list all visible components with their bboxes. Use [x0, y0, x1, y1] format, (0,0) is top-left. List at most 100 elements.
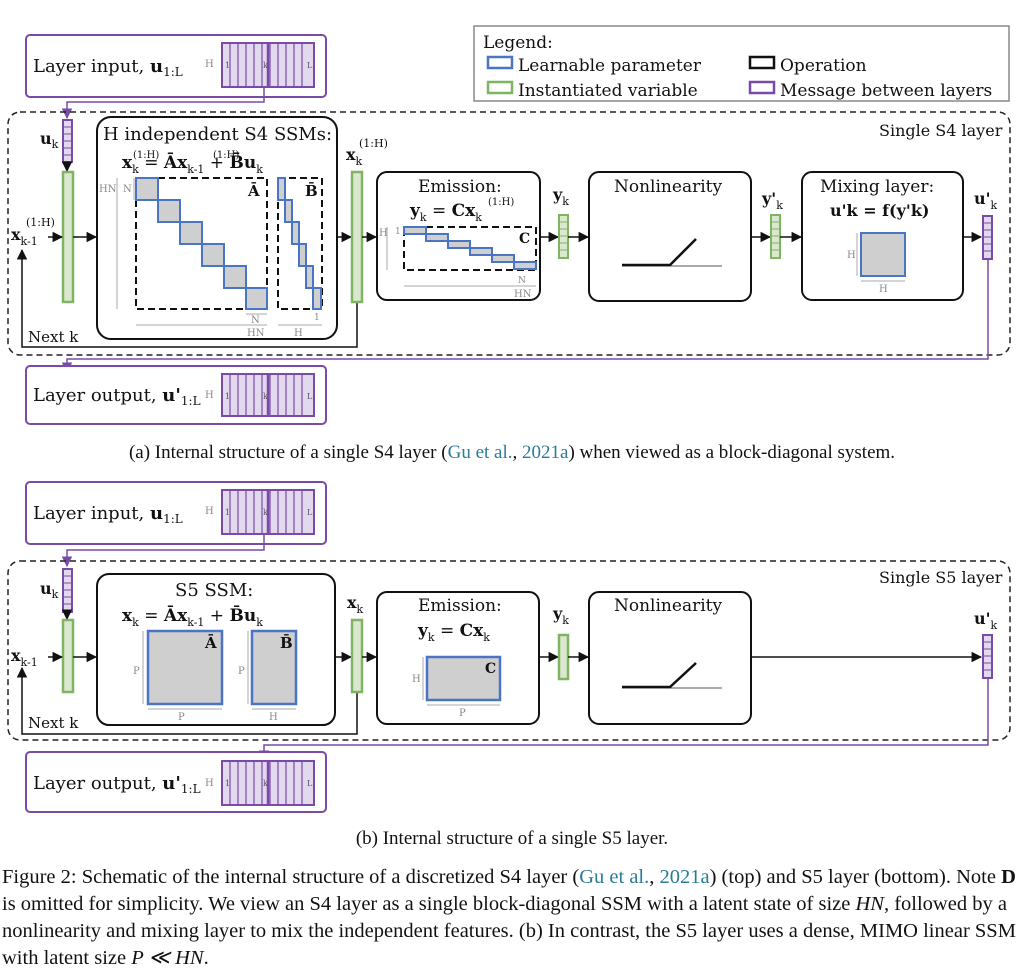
s5-matrix-b-label: B̄: [280, 633, 293, 652]
s4-layer-output-label: Layer output, u'1:L: [33, 385, 201, 408]
svg-text:1: 1: [225, 508, 230, 517]
s4-matrix-c-frame: [403, 226, 537, 271]
s5-ssm-equation: xk = Āxk-1 + B̄uk: [122, 605, 263, 629]
s5-input-message-arrow: [61, 534, 265, 568]
svg-text:1: 1: [225, 61, 230, 70]
s5-nonlinearity-label: Nonlinearity: [614, 596, 722, 616]
s5-dim-p-left: P: [133, 666, 140, 677]
figure-citation-link[interactable]: Gu et al.: [579, 866, 650, 888]
s4-output-h-tick: H: [205, 390, 214, 401]
s5-uk-label: uk: [40, 579, 59, 601]
legend-variable-swatch: [486, 80, 514, 95]
s5-xk-1-label: xk-1: [11, 646, 38, 669]
legend: Legend: Learnable parameter Operation In…: [473, 25, 1010, 102]
s5-input-strip: 1 k L: [221, 489, 315, 535]
s4-emission-dim-one: 1: [395, 227, 401, 237]
s4-xk-1-sup: (1:H): [26, 216, 55, 229]
legend-learnable-label: Learnable parameter: [518, 56, 702, 76]
s4-mixing-equation: u'k = f(y'k): [830, 201, 929, 220]
s4-yprime-vector: [770, 214, 781, 259]
s4-layer-input-label: Layer input, u1:L: [33, 56, 183, 79]
s4-input-strip: 1 k L: [221, 42, 315, 88]
s4-relu-icon: [622, 238, 697, 267]
s5-diagram: Layer input, u1:L H 1 k L Single S5 laye…: [7, 481, 1011, 813]
s5-dim-h-b: H: [269, 712, 278, 723]
svg-text:L: L: [307, 61, 313, 70]
s4-ssm-ax-sup: (1:H): [213, 150, 239, 161]
s5-dim-p-bottom: P: [178, 712, 185, 723]
s4-layer-boundary: [7, 111, 1011, 356]
s4-emission-dim-h: H: [379, 228, 388, 239]
s5-uprime-label: u'k: [974, 609, 998, 632]
svg-text:k: k: [263, 392, 268, 401]
legend-message-label: Message between layers: [780, 81, 992, 101]
s5-xk-vector: [350, 618, 364, 694]
s4-xk-label: xk: [346, 145, 363, 168]
svg-text:1: 1: [225, 392, 230, 401]
s5-input-h-tick: H: [205, 506, 214, 517]
s4-emission-title: Emission:: [418, 177, 502, 197]
s4-caption: (a) Internal structure of a single S4 la…: [128, 442, 896, 463]
s4-xk-sup: (1:H): [359, 137, 388, 150]
svg-text:L: L: [307, 508, 313, 517]
s4-dim-one-b: 1: [314, 313, 320, 323]
s4-xk-vector: [350, 170, 364, 304]
svg-text:L: L: [307, 779, 313, 788]
s4-dim-n-left: N: [123, 184, 132, 195]
s5-emission-title: Emission:: [418, 596, 502, 616]
figure-citation-year-link[interactable]: 2021a: [659, 866, 710, 888]
s4-input-h-tick: H: [205, 59, 214, 70]
s5-next-k-label: Next k: [28, 714, 79, 732]
s5-caption: (b) Internal structure of a single S5 la…: [355, 828, 669, 849]
s5-output-strip: 1 k L: [221, 760, 315, 806]
s5-dim-p-b: P: [238, 666, 245, 677]
s5-matrix-b: [250, 629, 298, 706]
s4-dim-n-bottom: N: [251, 315, 260, 326]
architecture-diagram: Legend: Learnable parameter Operation In…: [7, 25, 1011, 813]
s4-matrix-b-blocks: [277, 177, 322, 310]
s4-dim-hn-bottom: HN: [247, 328, 265, 339]
legend-message-swatch: [748, 80, 776, 95]
legend-title: Legend:: [483, 33, 553, 53]
s4-output-strip: 1 k L: [221, 373, 315, 417]
s5-ssm-title: S5 SSM:: [175, 580, 253, 601]
s4-ssm-equation: xk = Āxk-1 + B̄uk: [122, 152, 263, 176]
s4-uk-label: uk: [40, 129, 59, 151]
s5-layer-label: Single S5 layer: [879, 568, 1003, 587]
svg-text:L: L: [307, 392, 313, 401]
s4-input-message-arrow: [61, 87, 265, 120]
s4-ssm-title: H independent S4 SSMs:: [103, 124, 332, 145]
svg-text:1: 1: [225, 779, 230, 788]
s5-layer-input-label: Layer input, u1:L: [33, 503, 183, 526]
legend-variable-label: Instantiated variable: [518, 81, 698, 101]
s4-mixing-dim-h-bottom: H: [879, 284, 888, 295]
s5-matrix-c: [425, 655, 502, 702]
s4-mixing-matrix: [860, 232, 906, 277]
svg-text:k: k: [263, 61, 268, 70]
legend-operation-swatch: [748, 55, 776, 70]
s5-emission-dim-h: H: [412, 674, 421, 685]
s4-matrix-a-label: Ā: [247, 181, 260, 200]
s4-matrix-b-frame: [277, 177, 323, 310]
s5-uk-vector: [62, 568, 73, 613]
legend-operation-label: Operation: [780, 56, 867, 76]
s4-matrix-a-blocks: [135, 177, 268, 310]
s4-layer-label: Single S4 layer: [879, 121, 1003, 140]
s4-mixing-dim-h-left: H: [847, 250, 856, 261]
s4-uprime-label: u'k: [974, 189, 998, 212]
citation-year-link[interactable]: 2021a: [522, 442, 569, 463]
s4-emission-sup: (1:H): [488, 197, 514, 208]
s4-matrix-c-label: C: [519, 231, 530, 247]
s4-emission-dim-n: N: [518, 276, 526, 286]
s5-next-k-arrow: [16, 666, 358, 735]
s4-yk-vector: [558, 214, 569, 259]
citation-link[interactable]: Gu et al.: [447, 442, 513, 463]
s4-emission-equation: yk = Cxk: [409, 201, 482, 224]
s5-matrix-a-label: Ā: [204, 633, 217, 652]
s4-next-k-arrow: [16, 248, 358, 348]
s5-matrix-a: [146, 629, 224, 706]
s5-emission-equation: yk = Cxk: [417, 621, 490, 644]
s5-matrix-c-label: C: [485, 661, 496, 677]
s5-output-h-tick: H: [205, 778, 214, 789]
s5-uprime-vector: [982, 634, 993, 679]
